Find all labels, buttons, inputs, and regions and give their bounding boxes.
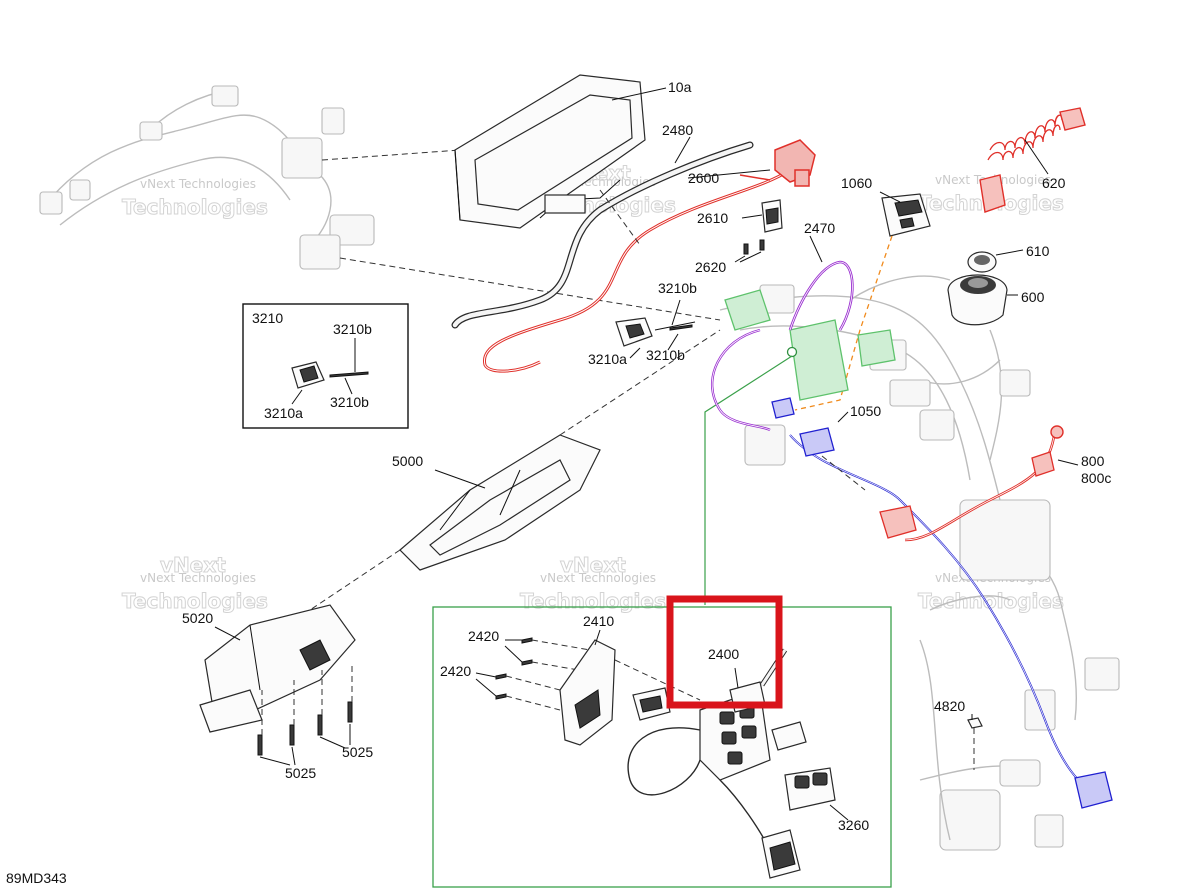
label-3210b: 3210b (658, 280, 697, 296)
label-2400: 2400 (708, 646, 739, 662)
watermark-text: vNext Technologies (140, 571, 256, 585)
ghost-main-harness (719, 275, 1120, 851)
detail-frame (432, 606, 892, 888)
nut-4820 (967, 714, 983, 770)
cap-610 (967, 249, 1024, 273)
switch-assembly-2400 (627, 648, 807, 851)
label-3210b: 3210b (330, 394, 369, 410)
label-2470: 2470 (804, 220, 835, 236)
label-5000: 5000 (392, 453, 423, 469)
ghost-wiring-harness-left (39, 85, 721, 321)
label-2620: 2620 (695, 259, 726, 275)
tube-2480 (451, 136, 754, 329)
diagram-code: 89MD343 (6, 870, 67, 886)
label-1050: 1050 (850, 403, 881, 419)
label-2480: 2480 (662, 122, 693, 138)
clip-2610 (599, 189, 783, 246)
label-5020: 5020 (182, 610, 213, 626)
label-800: 800 (1081, 453, 1105, 469)
part-labels: 10a 2480 2600 2610 2620 1060 620 610 600… (6, 79, 1111, 886)
connector-3210a (615, 299, 696, 359)
red-harness-2600 (482, 139, 816, 373)
label-5025: 5025 (285, 765, 316, 781)
watermark-text: Technologies (122, 195, 268, 219)
watermark-text: vNext Technologies (140, 177, 256, 191)
label-1060: 1060 (841, 175, 872, 191)
watermark-text: Technologies (122, 589, 268, 613)
watermark-text: Technologies (520, 589, 666, 613)
screws-5025 (257, 665, 353, 766)
label-3210b: 3210b (646, 347, 685, 363)
label-620: 620 (1042, 175, 1066, 191)
watermark-text: vNext (160, 553, 226, 577)
red-wire-800 (879, 425, 1079, 542)
inset-box-3210 (242, 303, 409, 429)
label-800c: 800c (1081, 470, 1111, 486)
housing-2410 (559, 629, 701, 746)
cover-5000 (294, 329, 721, 621)
label-5025: 5025 (342, 744, 373, 760)
screws-2420 (475, 637, 591, 711)
label-2420: 2420 (440, 663, 471, 679)
label-10a: 10a (668, 79, 692, 95)
label-3210a: 3210a (588, 351, 627, 367)
green-connector-block (704, 289, 896, 605)
label-3210a: 3210a (264, 405, 303, 421)
label-2410: 2410 (583, 613, 614, 629)
key-switch-600 (947, 274, 1018, 326)
watermark-text: vNext Technologies (540, 571, 656, 585)
label-600: 600 (1021, 289, 1045, 305)
highlight-box (666, 595, 783, 709)
connector-bottom (761, 829, 801, 879)
watermark-text: vNext (560, 553, 626, 577)
label-3210b: 3210b (333, 321, 372, 337)
label-610: 610 (1026, 243, 1050, 259)
purple-harness-2470 (710, 235, 854, 432)
bracket-5020 (199, 604, 356, 733)
switch-3260 (784, 767, 849, 821)
coiled-tether-620 (979, 107, 1086, 213)
blue-harness-1050 (771, 397, 1113, 809)
label-2600: 2600 (688, 170, 719, 186)
switch-1060 (794, 191, 931, 411)
label-3260: 3260 (838, 817, 869, 833)
instrument-cluster-10a (454, 74, 667, 229)
inset-title-3210: 3210 (252, 310, 283, 326)
label-2420: 2420 (468, 628, 499, 644)
screws-2620 (734, 239, 765, 263)
label-4820: 4820 (934, 698, 965, 714)
label-2610: 2610 (697, 210, 728, 226)
